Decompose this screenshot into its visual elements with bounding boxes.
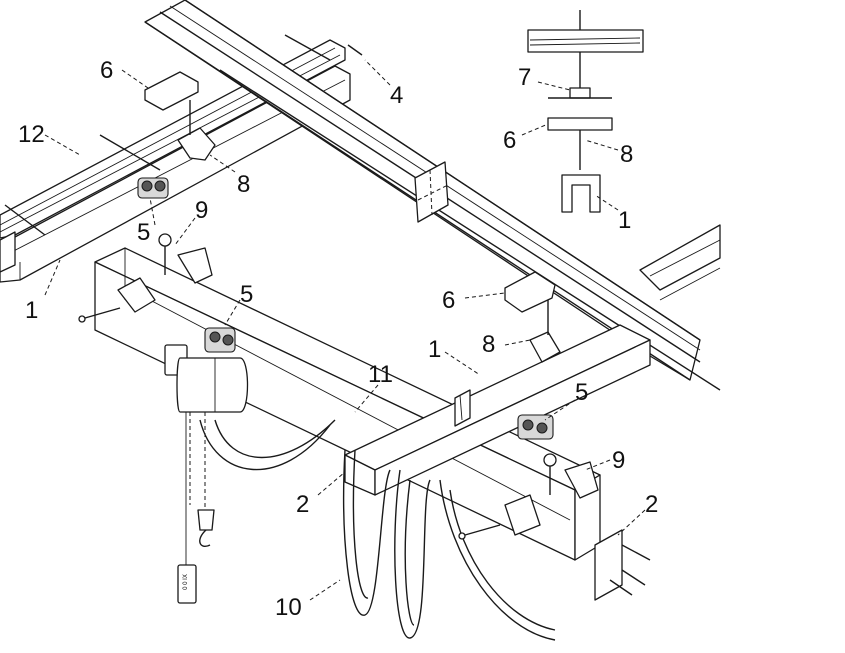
callout-6-top: 6 [100, 57, 113, 84]
callout-6-mid: 6 [442, 287, 455, 314]
callout-1-detail: 1 [618, 207, 631, 234]
callouts: 6 4 12 8 5 9 1 5 7 6 8 1 6 8 1 11 5 9 2 … [18, 57, 658, 621]
callout-5-upper: 5 [137, 219, 150, 246]
bolts [78, 307, 501, 540]
cross-girder [344, 324, 651, 496]
beam-clamp-mid [504, 271, 556, 313]
callout-8-detail: 8 [620, 141, 633, 168]
callout-8-upper: 8 [237, 171, 250, 198]
callout-9-upper: 9 [195, 197, 208, 224]
callout-4: 4 [390, 82, 403, 109]
leader-lines [44, 59, 646, 601]
chain-hoist: 0 0 IX [164, 344, 249, 604]
callout-2-right: 2 [645, 491, 658, 518]
pendant-label: 0 0 IX [183, 574, 189, 590]
detail-view [527, 10, 644, 213]
callout-8-mid: 8 [482, 331, 495, 358]
callout-9-lower: 9 [612, 447, 625, 474]
callout-2-center: 2 [296, 491, 309, 518]
end-plate [594, 529, 651, 601]
bracket-9-lower [543, 453, 599, 499]
callout-6-detail: 6 [503, 127, 516, 154]
callout-10: 10 [275, 594, 302, 621]
suspension-bracket-mid [529, 300, 561, 363]
callout-1-left: 1 [25, 297, 38, 324]
callout-7: 7 [518, 64, 531, 91]
trolley-5-lower [517, 414, 554, 440]
trolley-5-bridge [204, 327, 236, 353]
runway-beam-main [144, 0, 721, 391]
trolley-5-upper [137, 177, 169, 199]
suspension-bracket-upper [177, 100, 216, 161]
bracket-9-upper [158, 233, 213, 284]
callout-12: 12 [18, 121, 45, 148]
festoon-cables [199, 419, 556, 641]
end-bracket-bridge-right [504, 494, 541, 536]
callout-1-mid: 1 [428, 336, 441, 363]
callout-5-bridge: 5 [240, 281, 253, 308]
end-bracket-bridge-left [117, 277, 156, 313]
beam-clamp-top [144, 71, 199, 111]
callout-5-lower: 5 [575, 379, 588, 406]
callout-11: 11 [368, 361, 393, 388]
